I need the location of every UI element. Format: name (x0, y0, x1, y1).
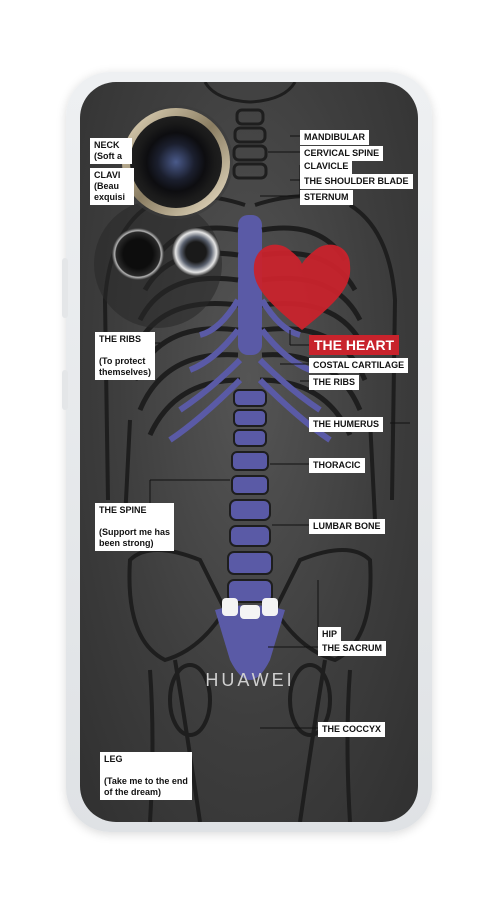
label-thoracic: THORACIC (309, 458, 365, 473)
skull (203, 82, 297, 104)
sacrum (215, 605, 285, 680)
sacrum-knots (222, 598, 278, 619)
cervical-spine (232, 108, 268, 180)
heart (253, 244, 351, 330)
spine (227, 389, 273, 603)
sternum (238, 215, 262, 355)
brand-logo: HUAWEI (205, 670, 295, 690)
label-clavicle: CLAVICLE (300, 159, 353, 174)
secondary-camera-lens (112, 228, 164, 280)
label-sacrum: THE SACRUM (318, 641, 386, 656)
label-neck: NECK(Soft a (90, 138, 132, 164)
label-cervical-spine: CERVICAL SPINE (300, 146, 384, 161)
label-heart: THE HEART (309, 335, 400, 355)
power-button (62, 370, 68, 410)
label-lumbar: LUMBAR BONE (309, 519, 385, 534)
right-humerus (348, 203, 398, 501)
main-camera-lens (130, 116, 222, 208)
label-coccyx: THE COCCYX (318, 722, 386, 737)
tele-camera-lens (172, 228, 220, 276)
label-sternum: STERNUM (300, 190, 353, 205)
label-humerus: THE HUMERUS (309, 417, 384, 432)
costal-cartilage (168, 298, 332, 443)
label-mandibular: MANDIBULAR (300, 130, 369, 145)
label-hip: HIP (318, 627, 342, 642)
label-shoulder-blade: THE SHOULDER BLADE (300, 174, 413, 189)
camera-module (84, 100, 234, 330)
femurs (148, 659, 352, 822)
label-ribs-right: THE RIBS (309, 375, 360, 390)
label-costal-cartilage: COSTAL CARTILAGE (309, 358, 409, 373)
volume-button (62, 258, 68, 318)
hip (127, 548, 228, 663)
